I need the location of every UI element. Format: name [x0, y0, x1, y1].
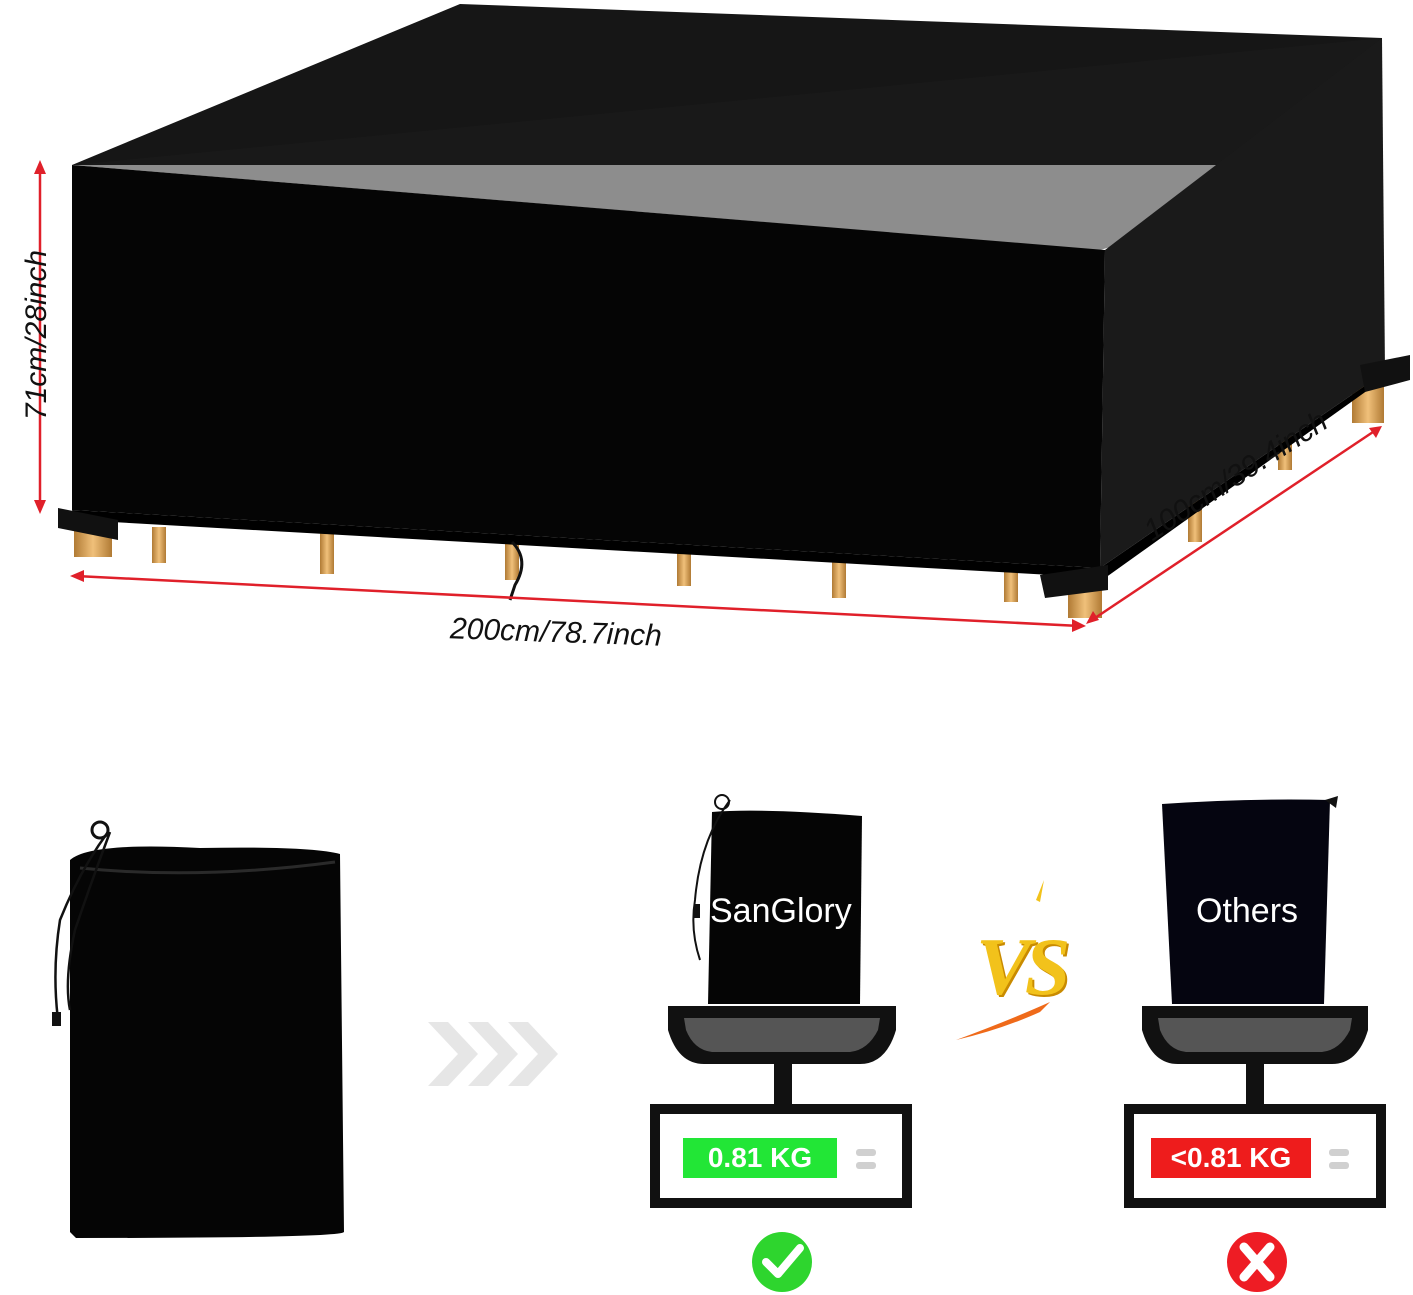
furniture-cover: [58, 4, 1410, 601]
sanglory-scale: [650, 794, 912, 1208]
equals-icon: [856, 1149, 876, 1171]
cross-icon: [1227, 1232, 1287, 1292]
others-scale: [1124, 796, 1386, 1208]
dimension-lines: [34, 160, 1382, 632]
check-icon: [752, 1232, 812, 1292]
equals-icon: [1329, 1149, 1349, 1171]
sanglory-weight: 0.81 KG: [683, 1138, 837, 1178]
height-dimension-label: 71cm/28inch: [20, 249, 53, 421]
arrows-icon: [428, 1022, 558, 1086]
others-label: Others: [1196, 892, 1299, 930]
storage-bag: [52, 820, 344, 1238]
sanglory-label: SanGlory: [710, 892, 852, 930]
others-weight: <0.81 KG: [1151, 1138, 1311, 1178]
vs-flame-icon: [956, 880, 1050, 1040]
vs-label: VS: [976, 921, 1070, 1012]
